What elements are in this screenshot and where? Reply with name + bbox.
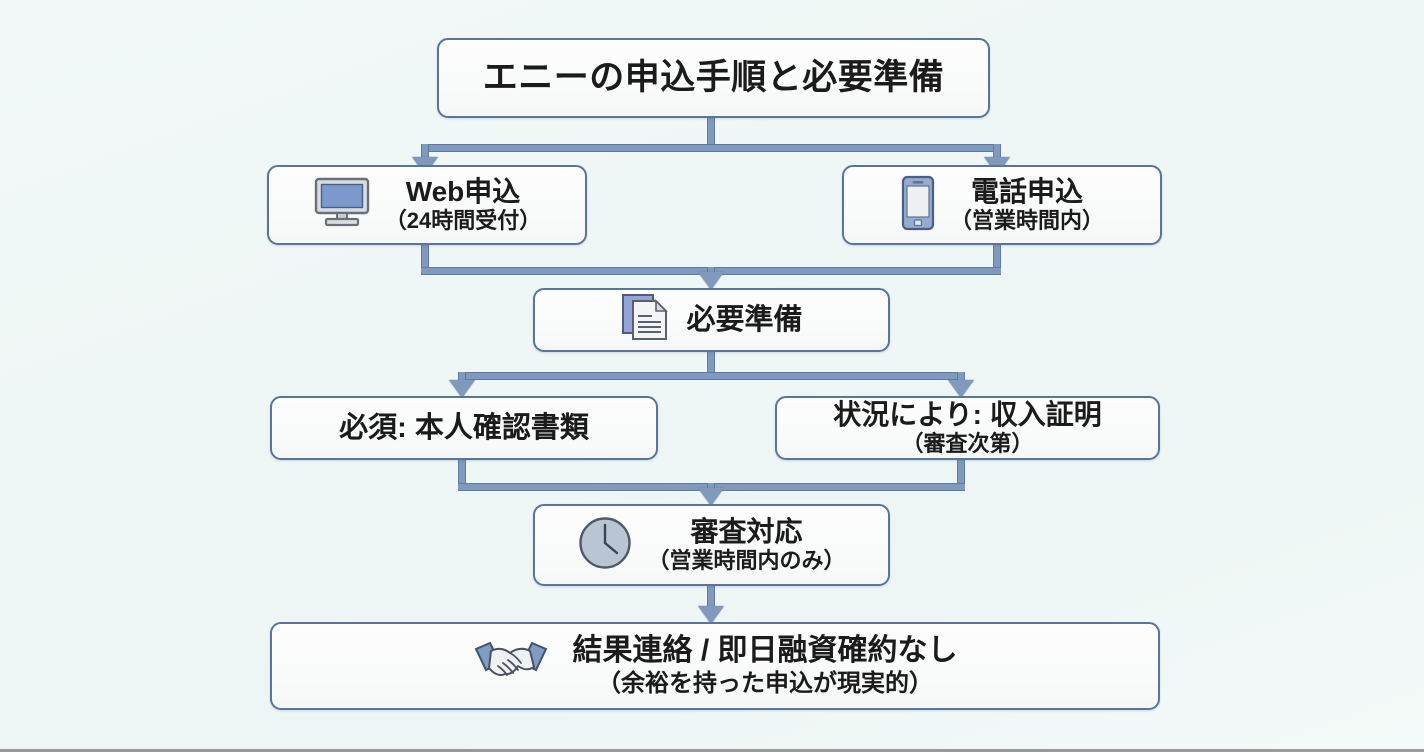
arrowhead-to-result	[698, 606, 724, 624]
node-title[interactable]: エニーの申込手順と必要準備	[437, 38, 990, 118]
connector-prep-to-conditional	[957, 372, 965, 386]
connector-title-to-web	[421, 144, 429, 163]
connector-prep-bar	[458, 372, 965, 380]
connector-screening-to-result	[707, 586, 715, 616]
arrowhead-to-conditional-docs	[948, 380, 974, 398]
clock-icon	[577, 515, 633, 576]
arrowhead-to-preparation	[698, 272, 724, 290]
handshake-icon	[472, 637, 550, 696]
node-screening[interactable]: 審査対応 （営業時間内のみ）	[533, 504, 890, 586]
node-required-docs[interactable]: 必須: 本人確認書類	[270, 396, 658, 460]
connector-title-stem	[707, 117, 715, 151]
node-phone-apply-label: 電話申込	[970, 176, 1083, 207]
node-preparation-label: 必要準備	[686, 303, 803, 336]
documents-icon	[620, 293, 672, 348]
connector-required-down	[458, 459, 466, 491]
node-web-apply-label: Web申込	[405, 176, 521, 207]
node-conditional-docs[interactable]: 状況により: 収入証明 （審査次第）	[775, 396, 1160, 460]
connector-title-to-phone	[993, 144, 1001, 163]
node-conditional-docs-label: 状況により: 収入証明	[833, 399, 1102, 430]
connector-web-down	[421, 243, 429, 275]
connector-conditional-down	[957, 459, 965, 491]
connector-phone-down	[993, 243, 1001, 275]
arrowhead-to-required-docs	[449, 380, 475, 398]
node-screening-sublabel: （営業時間内のみ）	[647, 548, 846, 574]
desktop-monitor-icon	[313, 176, 371, 233]
node-result-label: 結果連絡 / 即日融資確約なし	[572, 634, 958, 668]
node-screening-label: 審査対応	[690, 516, 803, 547]
node-conditional-docs-sublabel: （審査次第）	[901, 431, 1034, 457]
node-result-sublabel: （余裕を持った申込が現実的）	[596, 669, 933, 697]
node-phone-apply[interactable]: 電話申込 （営業時間内）	[842, 165, 1162, 245]
node-web-apply-sublabel: （24時間受付）	[384, 208, 542, 234]
node-result[interactable]: 結果連絡 / 即日融資確約なし （余裕を持った申込が現実的）	[270, 622, 1160, 710]
node-preparation[interactable]: 必要準備	[533, 288, 890, 352]
node-required-docs-label: 必須: 本人確認書類	[339, 411, 589, 444]
arrowhead-to-screening	[698, 488, 724, 506]
connector-prep-to-required	[458, 372, 466, 386]
smartphone-icon	[900, 175, 936, 236]
node-phone-apply-sublabel: （営業時間内）	[949, 208, 1104, 234]
connector-prep-stem	[707, 352, 715, 380]
node-title-label: エニーの申込手順と必要準備	[482, 58, 945, 98]
connector-title-bar	[421, 144, 1001, 152]
node-web-apply[interactable]: Web申込 （24時間受付）	[267, 165, 587, 245]
